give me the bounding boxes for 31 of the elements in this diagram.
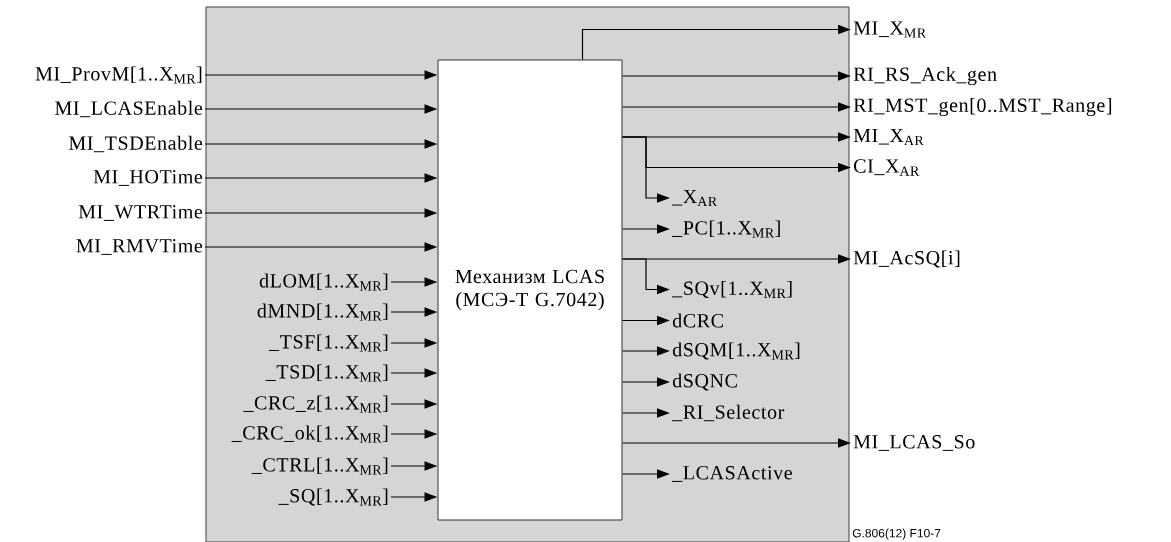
signal-label: dLOM[1..X$_{MR}$] — [259, 273, 388, 291]
signal-label: MI_X$_{MR}$ — [853, 21, 927, 38]
signal-label: _RI_Selector — [672, 404, 785, 422]
signal-label: _X$_{AR}$ — [672, 189, 718, 207]
signal-label: _TSF[1..X$_{MR}$] — [268, 334, 388, 352]
signal-label: CI_X$_{AR}$ — [854, 159, 920, 176]
signal-label: dMND[1..X$_{MR}$] — [257, 303, 388, 321]
signal-label: RI_MST_gen[0..MST_Range] — [853, 97, 1112, 117]
signal-label: _SQv[1..X$_{MR}$] — [672, 280, 792, 299]
signal-label: MI_ProvM[1..X$_{MR}$] — [35, 66, 202, 84]
signal-label: MI_RMVTime — [76, 239, 203, 255]
signal-label: MI_LCAS_So — [853, 435, 975, 451]
signal-label: MI_HOTime — [93, 170, 203, 186]
signal-label: dSQNC — [672, 373, 737, 391]
signal-label: _LCASActive — [672, 466, 792, 482]
signal-label: MI_WTRTime — [78, 205, 203, 221]
signal-label: _CRC_z[1..X$_{MR}$] — [243, 395, 388, 413]
signal-label: MI_X$_{AR}$ — [853, 128, 924, 146]
signal-label: dCRC — [672, 313, 723, 328]
signal-label: _CRC_ok[1..X$_{MR}$] — [231, 425, 388, 443]
signal-label: _SQ[1..X$_{MR}$] — [278, 488, 388, 506]
signal-label: _CTRL[1..X$_{MR}$] — [251, 457, 388, 475]
signal-label: MI_TSDEnable — [69, 135, 203, 153]
figure-number: G.806(12) F10-7 — [852, 528, 941, 540]
signal-label: RI_RS_Ack_gen — [853, 66, 997, 86]
process-box: Механизм LCAS (МСЭ-Т G.7042) — [437, 59, 623, 521]
signal-label: MI_AcSQ[i] — [853, 250, 960, 268]
signal-label: MI_LCASEnable — [55, 100, 203, 118]
signal-label: dSQM[1..X$_{MR}$] — [672, 342, 800, 360]
signal-label: _TSD[1..X$_{MR}$] — [265, 364, 388, 382]
signal-label: _PC[1..X$_{MR}$] — [672, 220, 780, 238]
